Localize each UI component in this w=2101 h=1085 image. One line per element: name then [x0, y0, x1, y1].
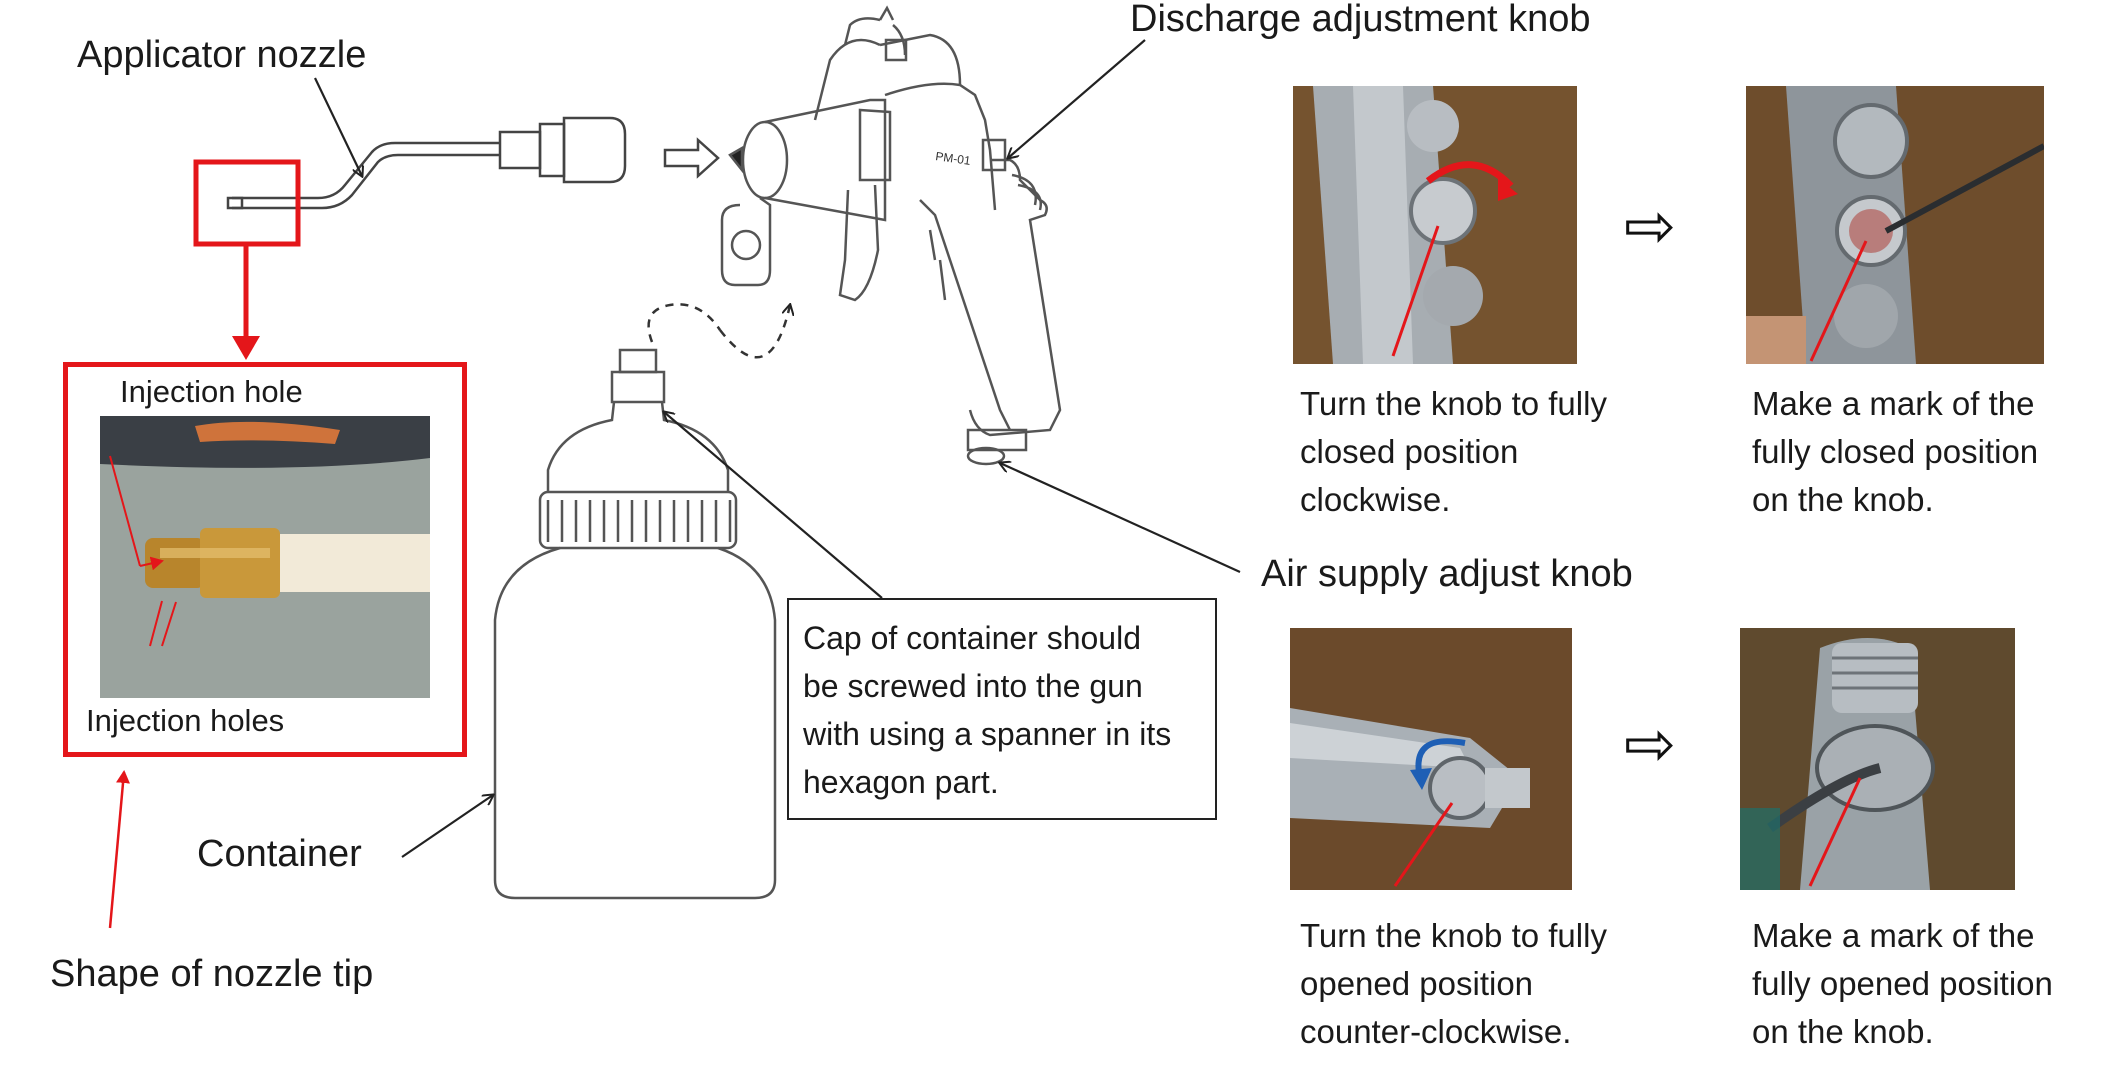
step-line: on the knob.	[1752, 1013, 1934, 1050]
cap-note-box: Cap of container should be screwed into …	[787, 598, 1217, 820]
label-shape-of-nozzle-tip: Shape of nozzle tip	[50, 953, 374, 995]
label-injection-holes: Injection holes	[86, 703, 285, 738]
cap-note-line: be screwed into the gun	[803, 668, 1143, 704]
step-line: opened position	[1300, 965, 1534, 1002]
step-discharge-close-text: Turn the knob to fully closed position c…	[1300, 380, 1607, 524]
step-arrow-air: ⇨	[1624, 710, 1676, 779]
step-line: Make a mark of the	[1752, 385, 2035, 422]
step-line: on the knob.	[1752, 481, 1934, 518]
leader-air-supply-knob	[1000, 463, 1241, 574]
step-air-open-text: Turn the knob to fully opened position c…	[1300, 912, 1607, 1056]
step-line: clockwise.	[1300, 481, 1451, 518]
leader-discharge-knob	[1008, 39, 1146, 158]
photo-air-mark	[1740, 628, 2015, 890]
cap-note-line: with using a spanner in its	[803, 716, 1172, 752]
photo-air-open	[1290, 628, 1572, 890]
step-line: closed position	[1300, 433, 1519, 470]
cap-note-line: hexagon part.	[803, 764, 999, 800]
step-line: counter-clockwise.	[1300, 1013, 1572, 1050]
svg-text:PM-01: PM-01	[935, 149, 972, 168]
photo-discharge-close	[1293, 86, 1577, 364]
step-air-mark-text: Make a mark of the fully opened position…	[1752, 912, 2053, 1056]
step-line: Turn the knob to fully	[1300, 385, 1607, 422]
step-line: Turn the knob to fully	[1300, 917, 1607, 954]
step-line: fully closed position	[1752, 433, 2039, 470]
nozzle-tip-highlight	[193, 159, 301, 247]
label-discharge-adjustment-knob: Discharge adjustment knob	[1130, 0, 1591, 40]
label-applicator-nozzle: Applicator nozzle	[77, 34, 367, 76]
label-container: Container	[197, 833, 362, 875]
label-injection-hole: Injection hole	[120, 374, 303, 409]
spray-gun-drawing	[720, 5, 1062, 466]
nozzle-tip-photo	[100, 416, 430, 698]
cap-note-line: Cap of container should	[803, 620, 1141, 656]
leader-cap	[664, 412, 883, 599]
step-line: fully opened position	[1752, 965, 2053, 1002]
step-line: Make a mark of the	[1752, 917, 2035, 954]
leader-container	[401, 795, 493, 858]
label-air-supply-adjust-knob: Air supply adjust knob	[1261, 553, 1633, 595]
step-discharge-mark-text: Make a mark of the fully closed position…	[1752, 380, 2038, 524]
photo-discharge-mark	[1746, 86, 2044, 364]
leader-applicator-nozzle	[314, 77, 362, 176]
step-arrow-discharge: ⇨	[1624, 192, 1676, 261]
container-drawing	[493, 348, 777, 900]
